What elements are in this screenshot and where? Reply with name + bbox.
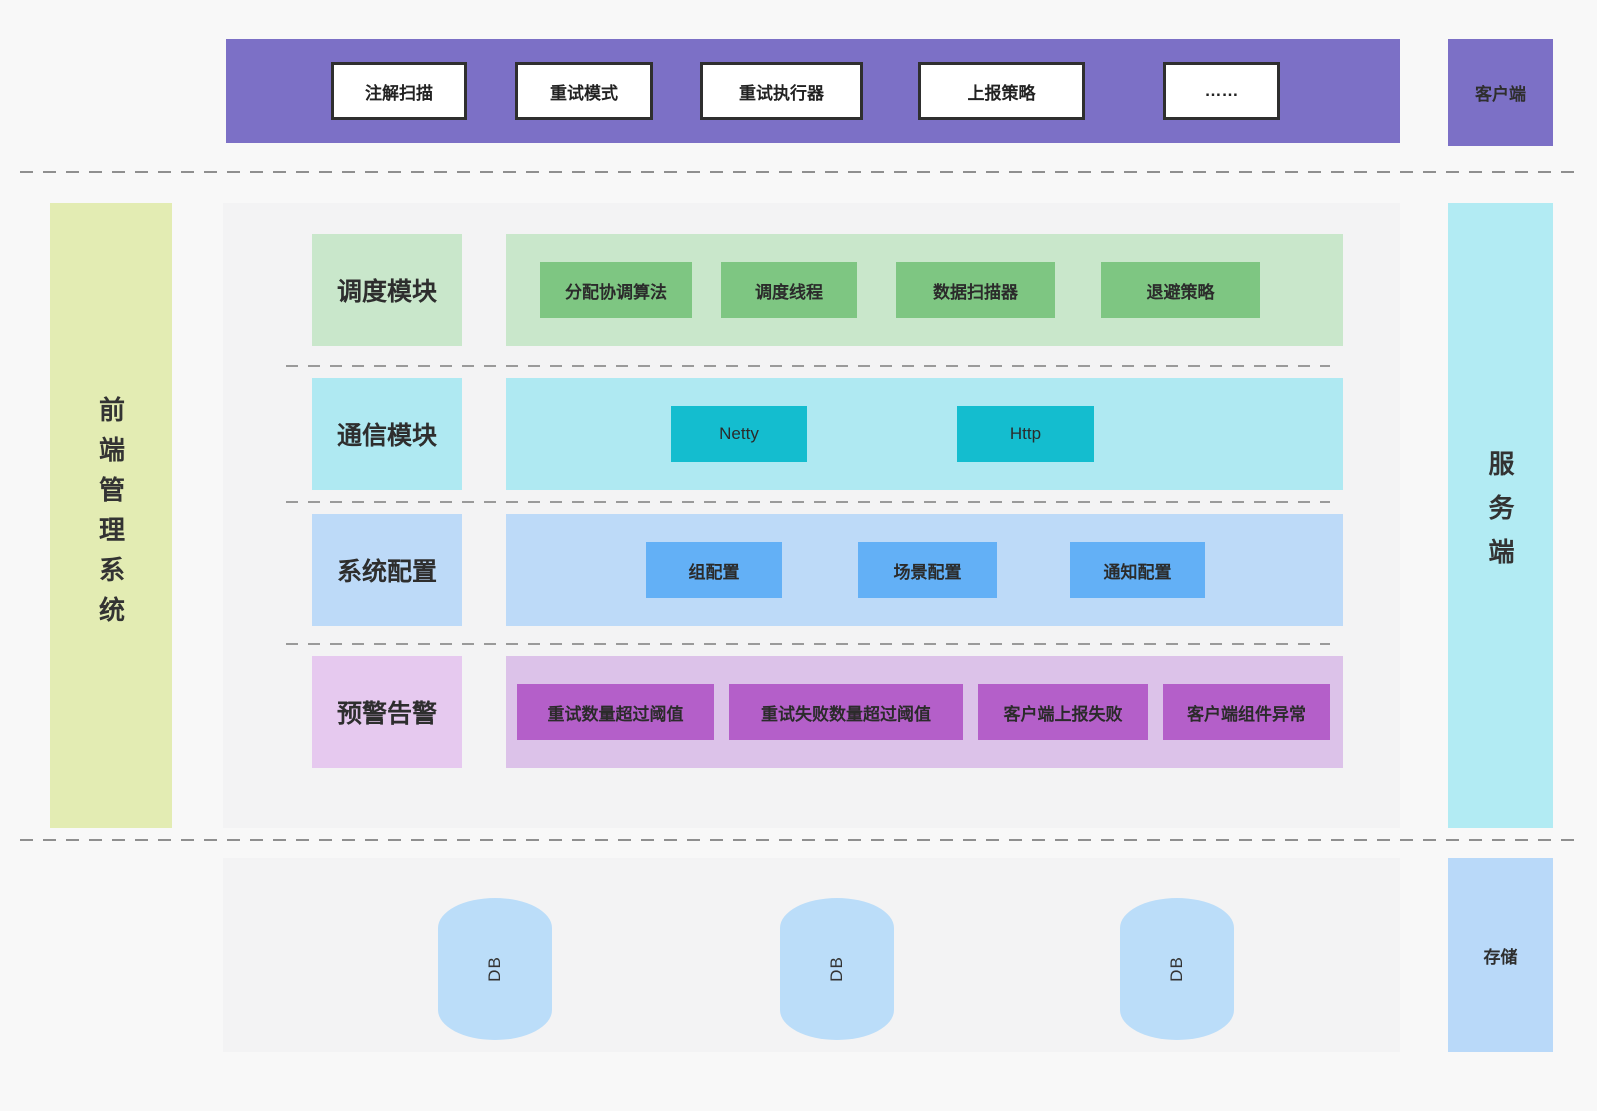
client-chip-report-policy: 上报策略: [918, 62, 1085, 120]
scheduler-item-allocation-algorithm: 分配协调算法: [540, 262, 692, 318]
module-label-system-config: 系统配置: [312, 514, 462, 626]
client-chip-retry-mode: 重试模式: [515, 62, 653, 120]
module-row-scheduler: 分配协调算法 调度线程 数据扫描器 退避策略: [506, 234, 1343, 346]
client-chip-ellipsis: ……: [1163, 62, 1280, 120]
divider-row-3-4: [286, 643, 1330, 645]
alert-item-client-report-fail: 客户端上报失败: [978, 684, 1148, 740]
divider-row-2-3: [286, 501, 1330, 503]
module-row-communication: Netty Http: [506, 378, 1343, 490]
frontend-management-bar: 前端管理系统: [50, 203, 172, 828]
config-item-notify-config: 通知配置: [1070, 542, 1205, 598]
config-item-scene-config: 场景配置: [858, 542, 997, 598]
config-item-group-config: 组配置: [646, 542, 782, 598]
divider-server-storage: [20, 839, 1580, 841]
client-layer-bar: 注解扫描 重试模式 重试执行器 上报策略 ……: [226, 39, 1400, 143]
alert-item-retry-count-threshold: 重试数量超过阈值: [517, 684, 714, 740]
database-cylinder-3: DB: [1120, 898, 1234, 1040]
alert-item-client-component-error: 客户端组件异常: [1163, 684, 1330, 740]
storage-panel: DB DB DB: [223, 858, 1400, 1052]
database-cylinder-1: DB: [438, 898, 552, 1040]
communication-item-netty: Netty: [671, 406, 807, 462]
divider-client-server: [20, 171, 1580, 173]
module-row-alert: 重试数量超过阈值 重试失败数量超过阈值 客户端上报失败 客户端组件异常: [506, 656, 1343, 768]
scheduler-item-data-scanner: 数据扫描器: [896, 262, 1055, 318]
module-row-system-config: 组配置 场景配置 通知配置: [506, 514, 1343, 626]
database-label-2: DB: [827, 956, 846, 982]
server-side-bar: 服务端: [1448, 203, 1553, 828]
client-chip-retry-executor: 重试执行器: [700, 62, 863, 120]
module-label-alert: 预警告警: [312, 656, 462, 768]
scheduler-item-backoff-policy: 退避策略: [1101, 262, 1260, 318]
module-label-scheduler: 调度模块: [312, 234, 462, 346]
storage-side-label: 存储: [1448, 858, 1553, 1052]
database-label-1: DB: [485, 956, 504, 982]
communication-item-http: Http: [957, 406, 1094, 462]
module-label-communication: 通信模块: [312, 378, 462, 490]
client-side-label-text: 客户端: [1475, 85, 1526, 104]
database-label-3: DB: [1167, 956, 1186, 982]
divider-row-1-2: [286, 365, 1330, 367]
database-cylinder-2: DB: [780, 898, 894, 1040]
storage-side-label-text: 存储: [1483, 947, 1518, 967]
client-chip-annotation-scan: 注解扫描: [331, 62, 467, 120]
server-side-label: 服务端: [1485, 449, 1515, 582]
alert-item-retry-fail-threshold: 重试失败数量超过阈值: [729, 684, 963, 740]
client-side-label: 客户端: [1448, 39, 1553, 146]
frontend-management-label: 前端管理系统: [95, 395, 126, 636]
scheduler-item-scheduling-thread: 调度线程: [721, 262, 857, 318]
